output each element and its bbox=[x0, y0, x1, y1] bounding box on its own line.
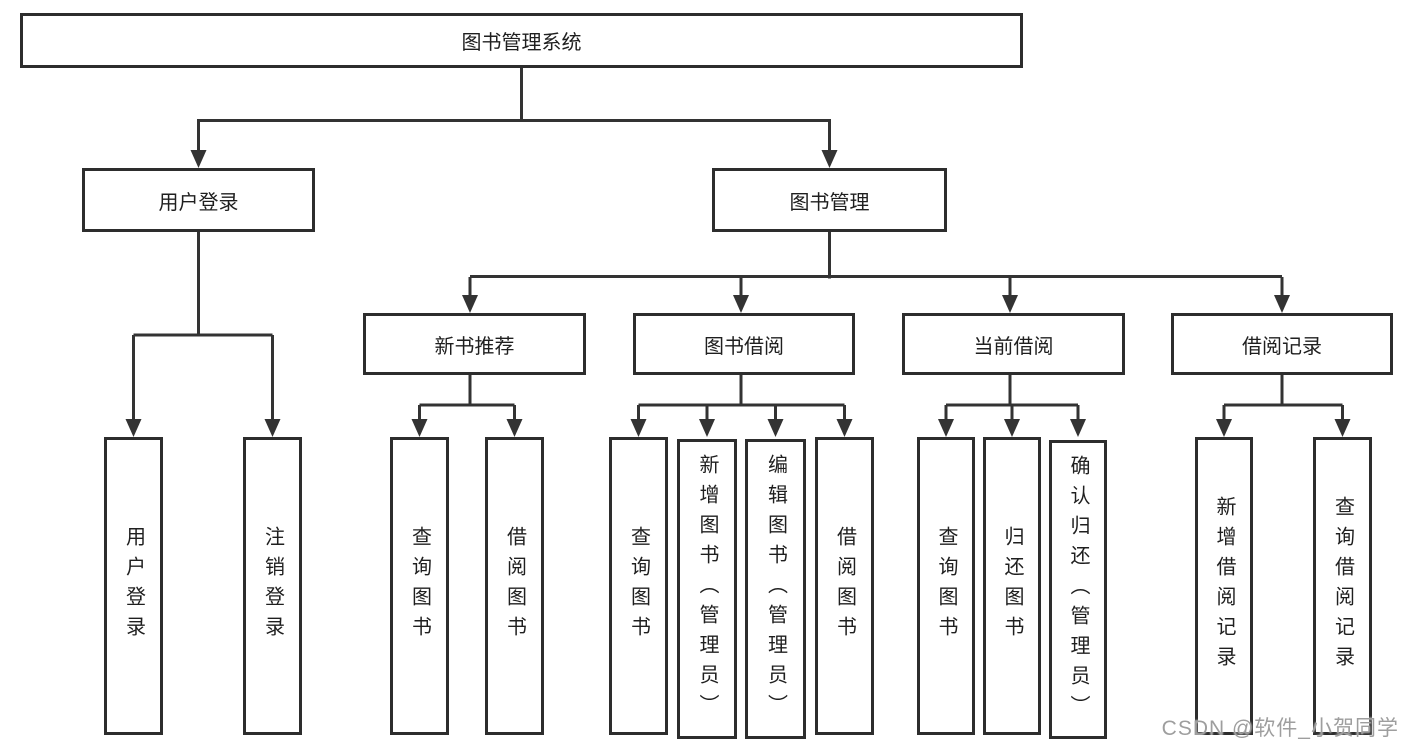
leaf-records-add-record: 新增借阅记录 bbox=[1195, 437, 1253, 735]
node-label: 注销登录 bbox=[261, 526, 284, 646]
leaf-recommend-query-books: 查询图书 bbox=[390, 437, 449, 735]
leaf-borrow-edit-books-admin: 编辑图书（管理员） bbox=[745, 439, 806, 739]
csdn-watermark: CSDN @软件_小贺同学 bbox=[1161, 717, 1399, 740]
node-library-management-system: 图书管理系统 bbox=[20, 13, 1023, 68]
leaf-logout: 注销登录 bbox=[243, 437, 302, 735]
leaf-user-login: 用户登录 bbox=[104, 437, 163, 735]
node-label: 查询图书 bbox=[408, 526, 431, 646]
node-label: 查询借阅记录 bbox=[1331, 496, 1354, 676]
node-label: 查询图书 bbox=[935, 526, 957, 646]
node-label: 借阅记录 bbox=[1242, 335, 1322, 358]
leaf-borrow-borrow-books: 借阅图书 bbox=[815, 437, 874, 735]
node-label: 图书借阅 bbox=[704, 335, 784, 358]
node-label: 图书管理 bbox=[789, 191, 870, 214]
node-label: 编辑图书（管理员） bbox=[764, 454, 787, 724]
node-label: 确认归还（管理员） bbox=[1067, 454, 1089, 725]
node-new-book-recommend: 新书推荐 bbox=[363, 313, 586, 375]
node-label: 图书管理系统 bbox=[461, 32, 582, 54]
leaf-current-confirm-return-admin: 确认归还（管理员） bbox=[1049, 440, 1107, 739]
node-label: 用户登录 bbox=[122, 526, 145, 646]
node-label: 借阅图书 bbox=[833, 526, 856, 646]
node-label: 当前借阅 bbox=[973, 335, 1054, 358]
leaf-recommend-borrow-books: 借阅图书 bbox=[485, 437, 544, 735]
node-label: 归还图书 bbox=[1001, 526, 1023, 646]
node-label: 新书推荐 bbox=[434, 335, 515, 358]
node-book-borrow: 图书借阅 bbox=[633, 313, 855, 375]
leaf-borrow-add-books-admin: 新增图书（管理员） bbox=[677, 439, 737, 739]
node-label: 新增图书（管理员） bbox=[696, 454, 718, 724]
leaf-current-return-books: 归还图书 bbox=[983, 437, 1041, 735]
node-book-management: 图书管理 bbox=[712, 168, 947, 232]
node-current-borrow: 当前借阅 bbox=[902, 313, 1125, 375]
leaf-current-query-books: 查询图书 bbox=[917, 437, 975, 735]
node-label: 新增借阅记录 bbox=[1213, 496, 1235, 676]
node-label: 查询图书 bbox=[627, 526, 650, 646]
leaf-borrow-query-books: 查询图书 bbox=[609, 437, 668, 735]
leaf-records-query-record: 查询借阅记录 bbox=[1313, 437, 1372, 735]
node-label: 借阅图书 bbox=[503, 526, 526, 646]
node-borrow-records: 借阅记录 bbox=[1171, 313, 1393, 375]
node-user-login: 用户登录 bbox=[82, 168, 315, 232]
node-label: 用户登录 bbox=[158, 191, 239, 214]
